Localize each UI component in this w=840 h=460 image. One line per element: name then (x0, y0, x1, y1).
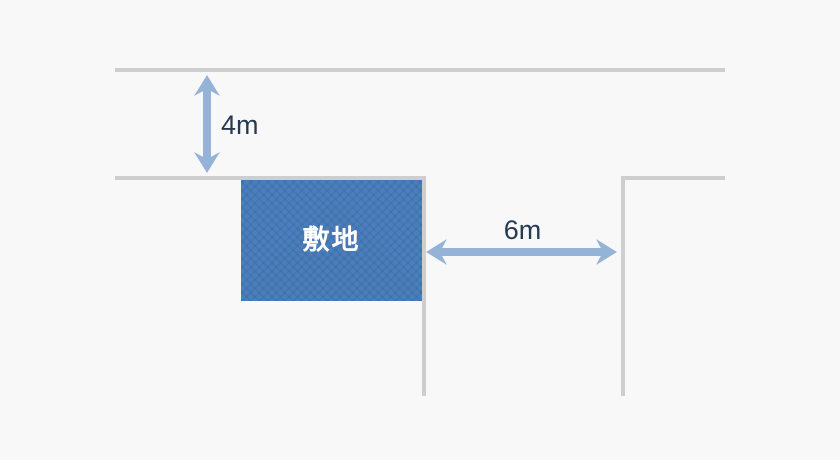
side-road-edge-line-left (422, 176, 426, 396)
horizontal-dimension-arrow (426, 239, 617, 265)
site-area-rect: 敷地 (241, 180, 422, 301)
upper-road-edge-line (115, 68, 725, 72)
side-road-edge-line-right (621, 176, 625, 396)
top-distance-label: 4m (221, 110, 259, 140)
lower-road-edge-line-right (621, 176, 725, 180)
side-distance-label: 6m (503, 215, 542, 245)
lower-road-edge-line-left (115, 176, 426, 180)
vertical-dimension-arrow (194, 75, 220, 173)
site-area-label: 敷地 (302, 225, 361, 255)
